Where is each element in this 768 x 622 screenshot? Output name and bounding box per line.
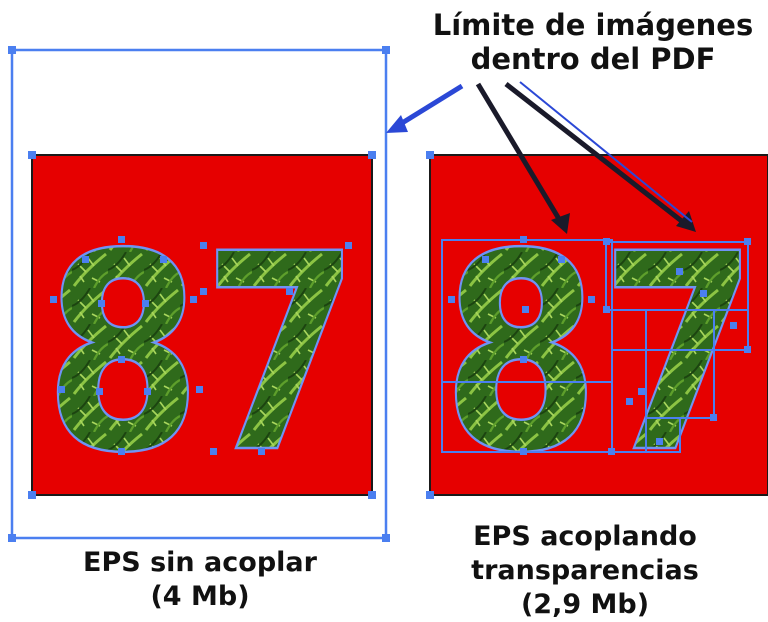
right-artboard-handles[interactable] xyxy=(426,151,434,499)
left-red-artboard xyxy=(31,154,373,496)
left-caption-line-2: (4 Mb) xyxy=(150,581,250,612)
pdf-image-limits-title: Límite de imágenes dentro del PDF xyxy=(418,8,768,76)
right-caption-line-3: (2,9 Mb) xyxy=(520,589,650,620)
arrow-to-right-tile-2 xyxy=(504,82,690,228)
title-line-2: dentro del PDF xyxy=(470,42,716,76)
right-caption-line-2: transparencias xyxy=(471,555,699,586)
right-red-artboard xyxy=(429,154,768,496)
right-caption-line-1: EPS acoplando xyxy=(473,521,697,552)
pointer-arrows xyxy=(386,81,696,234)
title-line-1: Límite de imágenes xyxy=(432,8,754,42)
right-caption: EPS acoplando transparencias (2,9 Mb) xyxy=(420,520,750,622)
left-panel: 87 xyxy=(8,46,390,542)
right-anchor-points[interactable] xyxy=(448,236,751,455)
right-panel: 87 xyxy=(426,151,768,514)
left-artboard-handles[interactable] xyxy=(28,151,376,499)
left-boundary-handles[interactable] xyxy=(8,46,390,542)
left-caption-line-1: EPS sin acoplar xyxy=(83,547,317,578)
left-anchor-points[interactable] xyxy=(50,236,352,455)
arrow-to-right-tile-1 xyxy=(475,82,565,226)
left-pdf-image-boundary[interactable] xyxy=(10,48,388,540)
left-caption: EPS sin acoplar (4 Mb) xyxy=(40,546,360,614)
arrow-to-left-boundary xyxy=(392,83,464,131)
right-digits-87: 87 xyxy=(442,197,758,513)
